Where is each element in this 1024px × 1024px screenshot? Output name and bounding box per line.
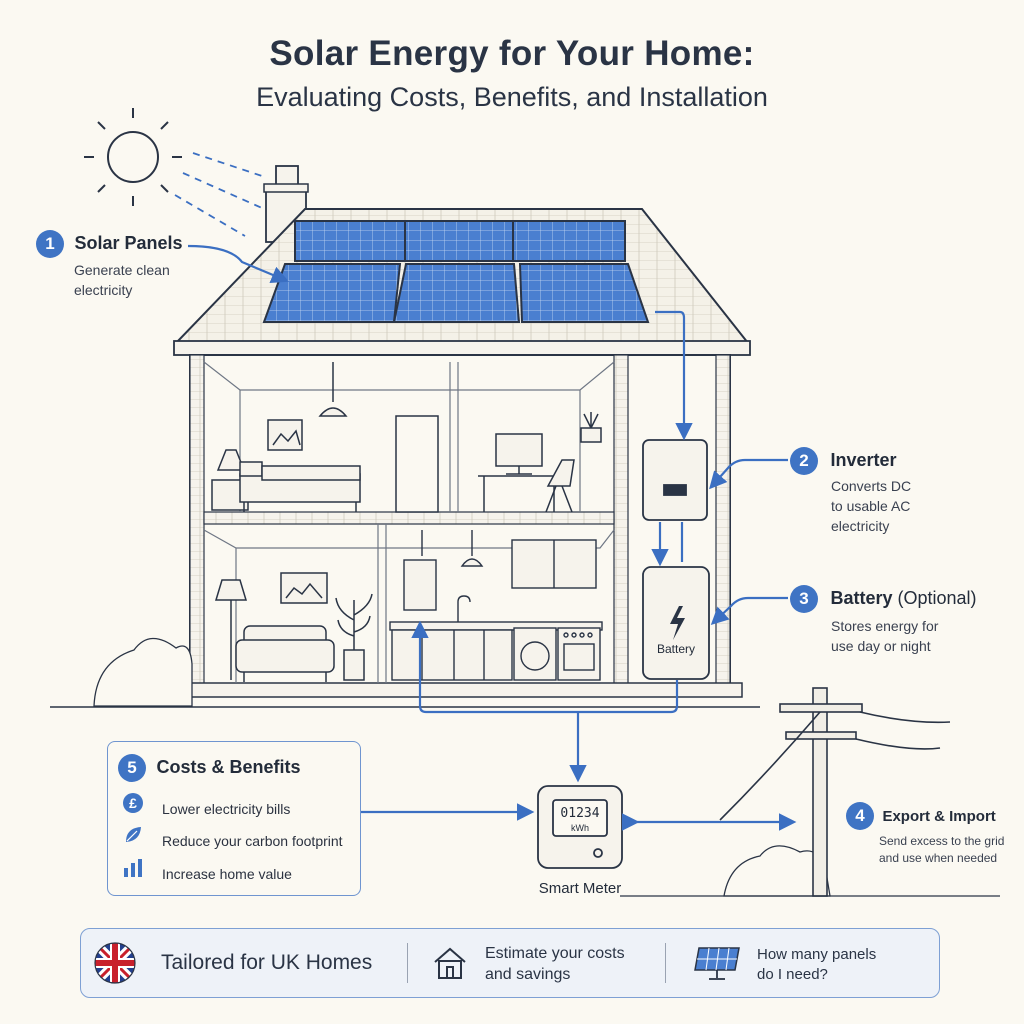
battery-label: Battery: [643, 642, 709, 656]
step-number: 1: [36, 230, 64, 258]
desc-line: to usable AC: [831, 496, 911, 516]
uk-flag-icon: [93, 941, 137, 985]
step-number: 5: [118, 754, 146, 782]
label-desc: Send excess to the grid and use when nee…: [879, 833, 1004, 867]
desc-line: Send excess to the grid: [879, 833, 1004, 850]
desc-line: use day or night: [831, 636, 938, 656]
bottom-info-bar: Tailored for UK Homes Estimate your cost…: [80, 928, 940, 998]
sun-rays: [175, 153, 262, 236]
label-solar-panels: 1 Solar Panels: [36, 230, 183, 258]
svg-text:£: £: [129, 795, 137, 811]
step-number: 3: [790, 585, 818, 613]
benefit-text: Reduce your carbon footprint: [162, 833, 343, 849]
leaf-icon: [122, 824, 144, 849]
meter-label: Smart Meter: [520, 880, 640, 897]
step-number: 2: [790, 447, 818, 475]
step-number: 4: [846, 802, 874, 830]
benefit-text: Lower electricity bills: [162, 801, 290, 817]
desc-line: Converts DC: [831, 476, 911, 496]
divider: [665, 943, 666, 983]
uk-homes-text: Tailored for UK Homes: [161, 951, 372, 975]
estimate-costs-text[interactable]: Estimate your costs and savings: [485, 943, 625, 985]
divider: [407, 943, 408, 983]
solar-panel-icon: [691, 944, 743, 984]
label-desc: Stores energy for use day or night: [831, 616, 938, 656]
benefit-text: Increase home value: [162, 866, 292, 882]
benefit-item: £ Lower electricity bills: [122, 792, 290, 817]
desc-line: and use when needed: [879, 850, 1004, 867]
panels-line: do I need?: [757, 965, 876, 985]
bar-chart-icon: [122, 857, 144, 882]
pound-icon: £: [122, 792, 144, 817]
estimate-line: and savings: [485, 964, 625, 985]
benefit-item: Increase home value: [122, 857, 292, 882]
label-title: Inverter: [830, 450, 896, 470]
label-export-import: 4 Export & Import: [846, 802, 996, 830]
label-title-suffix: (Optional): [898, 588, 977, 608]
benefit-item: Reduce your carbon footprint: [122, 824, 343, 849]
how-many-panels-text[interactable]: How many panels do I need?: [757, 945, 876, 985]
meter-unit: kWh: [553, 823, 607, 833]
meter-reading: 01234: [553, 806, 607, 821]
desc-line: electricity: [831, 516, 911, 536]
label-inverter: 2 Inverter: [790, 447, 897, 475]
label-title: Battery (Optional): [830, 588, 976, 608]
bush-left: [94, 638, 192, 706]
costs-benefits-panel: 5 Costs & Benefits £ Lower electricity bi…: [107, 741, 361, 896]
desc-line: electricity: [74, 280, 170, 300]
label-title: Export & Import: [882, 808, 995, 825]
label-desc: Generate clean electricity: [74, 260, 170, 300]
costs-benefits-header: 5 Costs & Benefits: [118, 754, 300, 782]
sun-icon: [84, 108, 182, 206]
inverter: [643, 440, 707, 520]
label-title-text: Battery: [830, 588, 892, 608]
desc-line: Stores energy for: [831, 616, 938, 636]
estimate-line: Estimate your costs: [485, 943, 625, 964]
panels-line: How many panels: [757, 945, 876, 965]
battery: [643, 567, 709, 679]
label-title: Solar Panels: [74, 233, 182, 253]
house-icon: [431, 944, 469, 982]
label-title: Costs & Benefits: [156, 757, 300, 777]
label-battery: 3 Battery (Optional): [790, 585, 977, 613]
desc-line: Generate clean: [74, 260, 170, 280]
upper-door: [396, 416, 438, 512]
label-desc: Converts DC to usable AC electricity: [831, 476, 911, 536]
solar-panels: [264, 221, 648, 322]
